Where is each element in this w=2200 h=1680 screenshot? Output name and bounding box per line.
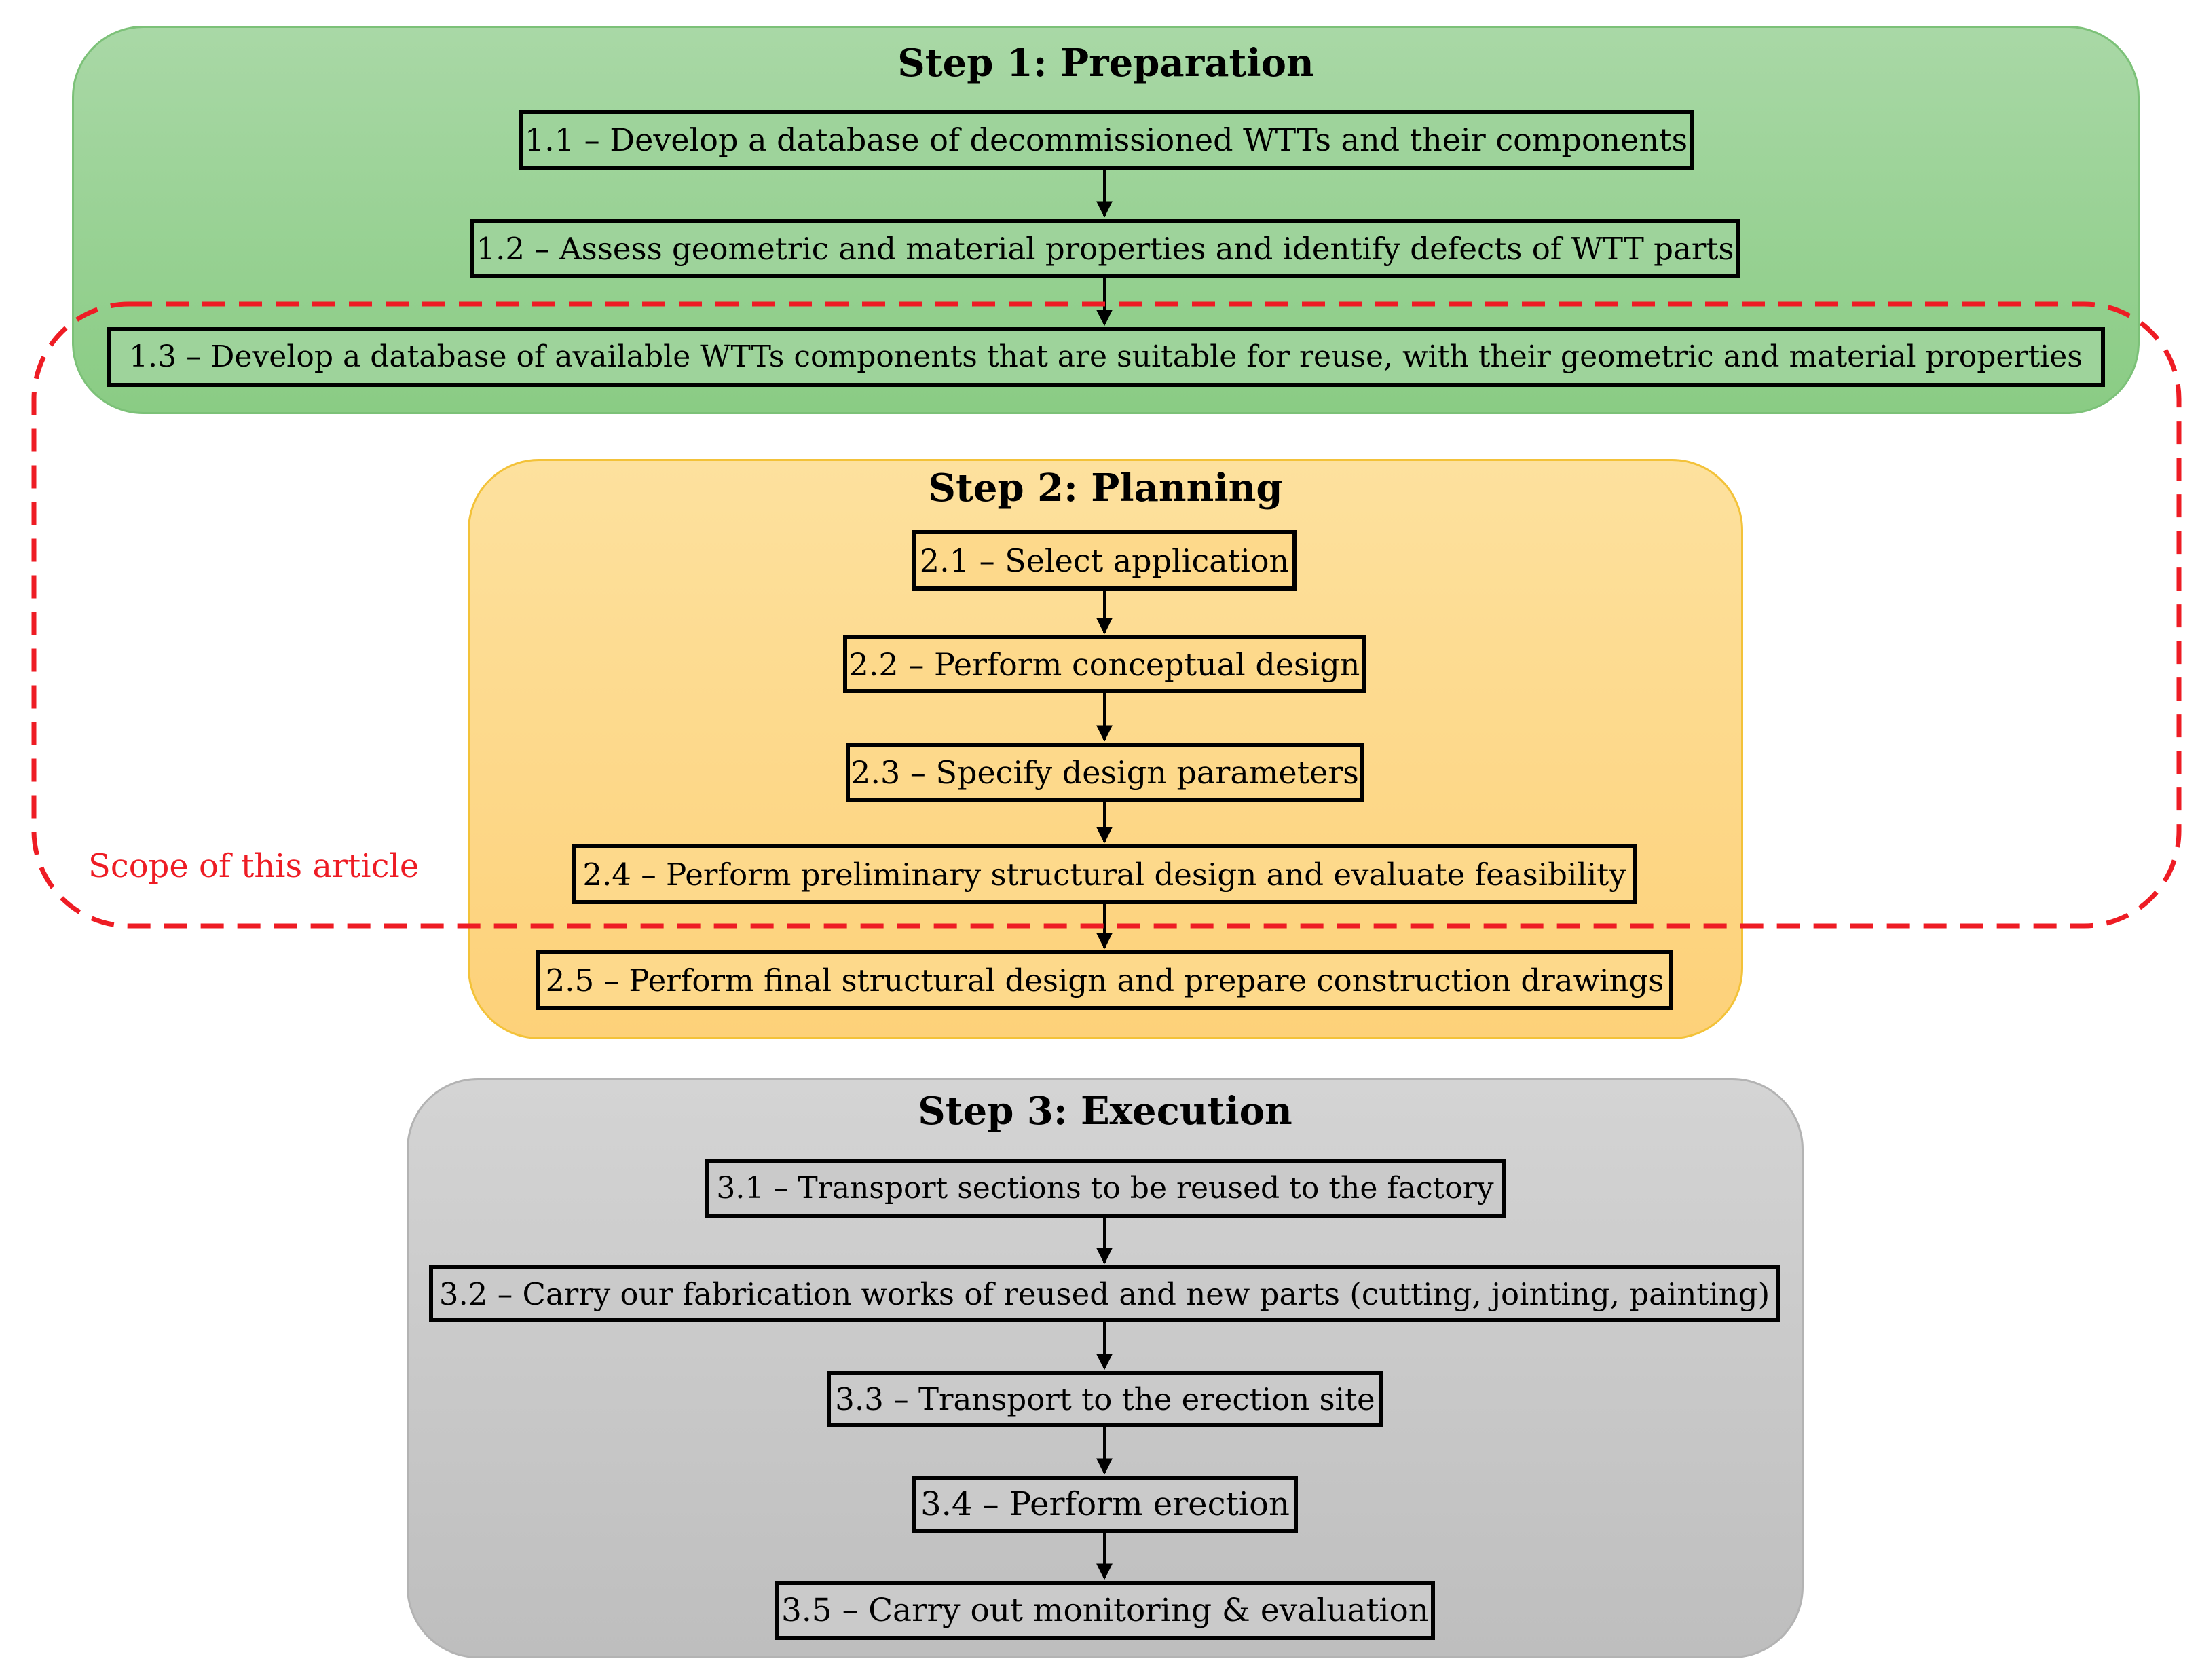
task-2-3: 2.3 – Specify design parameters (846, 743, 1364, 802)
task-1-3: 1.3 – Develop a database of available WT… (107, 327, 2105, 387)
task-2-4: 2.4 – Perform preliminary structural des… (572, 844, 1637, 904)
task-3-5: 3.5 – Carry out monitoring & evaluation (775, 1581, 1435, 1640)
step-1-title: Step 1: Preparation (897, 41, 1314, 86)
scope-label: Scope of this article (88, 847, 420, 885)
task-2-2: 2.2 – Perform conceptual design (843, 635, 1366, 693)
task-2-5: 2.5 – Perform final structural design an… (536, 950, 1673, 1010)
step-2-title: Step 2: Planning (928, 466, 1283, 510)
task-1-1: 1.1 – Develop a database of decommission… (519, 110, 1694, 170)
task-2-1: 2.1 – Select application (912, 530, 1297, 591)
task-3-2: 3.2 – Carry our fabrication works of reu… (429, 1265, 1780, 1322)
step-3-title: Step 3: Execution (918, 1089, 1292, 1134)
task-3-1: 3.1 – Transport sections to be reused to… (705, 1159, 1506, 1218)
task-3-4: 3.4 – Perform erection (912, 1476, 1298, 1533)
task-3-3: 3.3 – Transport to the erection site (827, 1371, 1383, 1427)
task-1-2: 1.2 – Assess geometric and material prop… (470, 219, 1740, 278)
